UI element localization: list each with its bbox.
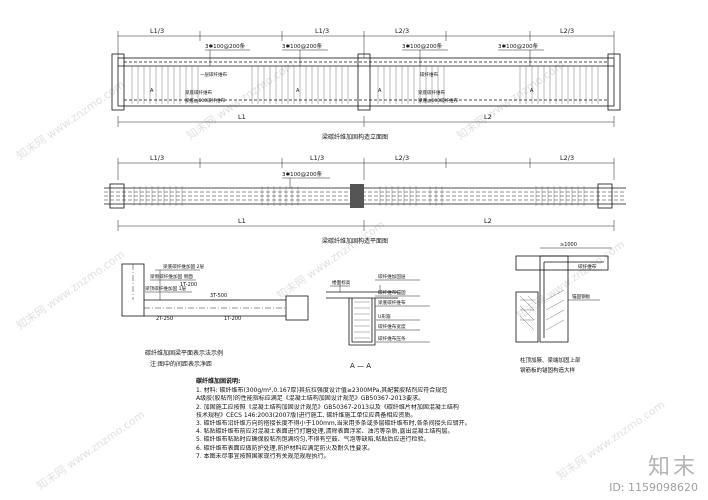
note-item: 5. 碳纤维布粘贴时应确保胶粘剂饱满均匀,不得有空鼓、气泡等缺陷,粘贴后应进行检… xyxy=(196,436,430,444)
node-title: 柱顶加腋、梁端加固上部 钢筋板的锚固构造大样 xyxy=(520,356,582,374)
legend-label: 3T-500 xyxy=(210,293,227,299)
note-item: 7. 本图未尽事宜按照国家现行有关规范规程执行。 xyxy=(196,452,330,460)
notes-heading: 碳纤维加固说明: xyxy=(196,378,241,385)
brand-badge: 知末 ID: 1159098620 xyxy=(609,449,698,494)
cfrp-strips-elevation xyxy=(131,66,599,104)
cfrp-strips-plan xyxy=(133,186,585,206)
legend-title: 碳纤维加固梁平面表示法示例 xyxy=(145,349,223,357)
section-label: 碳纤维布宽度 xyxy=(378,323,406,330)
node-dim: ≥1000 xyxy=(560,242,577,248)
section-label: 碳纤维布锚固 xyxy=(378,289,406,296)
note-item: 2. 加固施工应按照《混凝土结构加固设计规范》GB50367-2013以及《碳纤… xyxy=(196,403,459,411)
column-right xyxy=(607,53,621,111)
legend-label: 2T-250 xyxy=(156,316,173,322)
section-label: U形箍 xyxy=(378,313,391,320)
legend-label: 1T-200 xyxy=(224,316,241,322)
notes-list: 1. 材料: 碳纤维布(300g/m²,0.167厚)其抗拉强度设计值≥2300… xyxy=(196,387,526,461)
strap-callout: 3✱100@200条 xyxy=(205,42,246,50)
side-callout: 梁底碳纤维布 xyxy=(185,89,212,96)
anchor-callout: 碳纤维布 xyxy=(420,71,438,78)
watermark: 知末网 www.znzmo.com xyxy=(14,247,127,332)
note-item: 6. 碳纤维布表面应做防护处理,防护材料应满足防火及耐久性要求。 xyxy=(196,444,374,452)
dim-label: L1/3 xyxy=(315,27,329,35)
section-mark: A xyxy=(530,88,534,94)
legend-subtitle: 注:图中的间距表示净距 xyxy=(150,360,212,368)
dim-label: L1/3 xyxy=(150,27,164,35)
watermark: 知末网 www.znzmo.com xyxy=(34,407,147,492)
elevation-title: 梁碳纤维加固构造立面图 xyxy=(322,133,388,141)
note-item: 技术规程》CECS 146:2003(2007版)进行施工, 碳纤维施工单位应具… xyxy=(196,411,417,419)
strap-callout: 3✱100@200条 xyxy=(498,42,539,50)
node-detail: ≥1000 碳纤维布 锚固钢板 柱顶加腋、梁端加固上部 钢筋板的锚固构造大样 xyxy=(515,242,612,374)
strap-callout: 3✱100@200条 xyxy=(282,170,323,178)
elevation-view: L1/3 L1/3 L2/3 L2/3 3✱100@200条 3✱100@200… xyxy=(111,27,621,141)
span-label: L1 xyxy=(238,113,246,121)
span-label: L1 xyxy=(238,217,246,225)
node-label: 锚固钢板 xyxy=(572,293,591,300)
dim-label: L2/3 xyxy=(560,27,574,35)
dim-label: L2/3 xyxy=(560,154,574,162)
legend-column-right xyxy=(285,295,309,321)
note-item: A级胶(胶粘剂)的性能指标应满足《混凝土结构加固设计规范》GB50367-201… xyxy=(196,395,425,403)
section-label: 楼面标高 xyxy=(332,279,351,286)
plan-title: 梁碳纤维加固构造平面图 xyxy=(322,237,388,245)
side-callout: 梁底@600碳纤维布 xyxy=(185,97,226,104)
note-item: 3. 碳纤维布沿纤维方向的搭接长度不得小于100mm,当采用多条或多层碳纤维布时… xyxy=(196,420,471,428)
side-callout: 梁底碳纤维布 xyxy=(418,89,445,96)
span-label: L2 xyxy=(484,217,492,225)
watermark: 知末网 www.znzmo.com xyxy=(14,77,127,162)
legend-label: 梁顶碳纤维加固 1层 xyxy=(145,285,187,292)
dim-label: L2/3 xyxy=(395,154,409,162)
note-item: 1. 材料: 碳纤维布(300g/m²,0.167厚)其抗拉强度设计值≥2300… xyxy=(196,387,448,395)
legend-label: 梁底碳纤维加固 2层 xyxy=(163,263,205,270)
watermark: 知末网 www.znzmo.com xyxy=(274,217,387,302)
column-left xyxy=(111,53,125,111)
section-title: A — A xyxy=(350,362,371,370)
construction-notes: 碳纤维加固说明: 1. 材料: 碳纤维布(300g/m²,0.167厚)其抗拉强… xyxy=(196,378,526,461)
strap-callout: 3✱100@200条 xyxy=(402,42,443,50)
section-label: 碳纤维布压条 xyxy=(378,335,406,342)
dim-label: L1/3 xyxy=(310,154,324,162)
section-mark: A xyxy=(378,88,382,94)
dim-label: L2/3 xyxy=(395,27,409,35)
section-mark: A xyxy=(296,88,300,94)
column-plan-mid xyxy=(350,184,364,208)
span-label: L2 xyxy=(484,113,492,121)
node-label: 碳纤维布 xyxy=(578,263,597,270)
side-callout: 梁底@600碳纤维布 xyxy=(418,97,459,104)
anchor-callout: 一层碳纤维布 xyxy=(200,71,227,78)
legend-label: 梁侧碳纤维加固 侧面 xyxy=(150,273,193,280)
column-plan-right xyxy=(597,183,613,209)
section-mark: A xyxy=(150,88,154,94)
section-a-a: 楼面标高 碳纤维加固层 碳纤维布锚固 梁底碳纤维布 U形箍 碳纤维布宽度 碳纤维… xyxy=(326,273,430,370)
beam-elevation xyxy=(117,57,615,107)
strap-callout: 3✱100@200条 xyxy=(282,42,323,50)
brand-logo: 知末 xyxy=(647,455,698,480)
note-item: 4. 粘贴碳纤维布前应对混凝土表面进行打磨处理,清除表面浮浆、油污等杂质,露出混… xyxy=(196,428,454,436)
plan-view: L1/3 L1/3 L2/3 L2/3 3✱100@200条 L1 L2 梁碳纤… xyxy=(104,154,626,245)
column-mid xyxy=(357,53,371,111)
dim-label: L1/3 xyxy=(150,154,164,162)
legend-label: 1T-200 xyxy=(180,282,197,288)
brand-id: ID: 1159098620 xyxy=(609,481,698,494)
column-plan-left xyxy=(109,183,125,209)
legend-example: 梁底碳纤维加固 2层 梁侧碳纤维加固 侧面 梁顶碳纤维加固 1层 3T-500 … xyxy=(121,263,309,368)
watermark: 知末网 www.znzmo.com xyxy=(514,237,627,322)
section-label: 碳纤维加固层 xyxy=(378,273,406,280)
section-label: 梁底碳纤维布 xyxy=(378,299,406,306)
